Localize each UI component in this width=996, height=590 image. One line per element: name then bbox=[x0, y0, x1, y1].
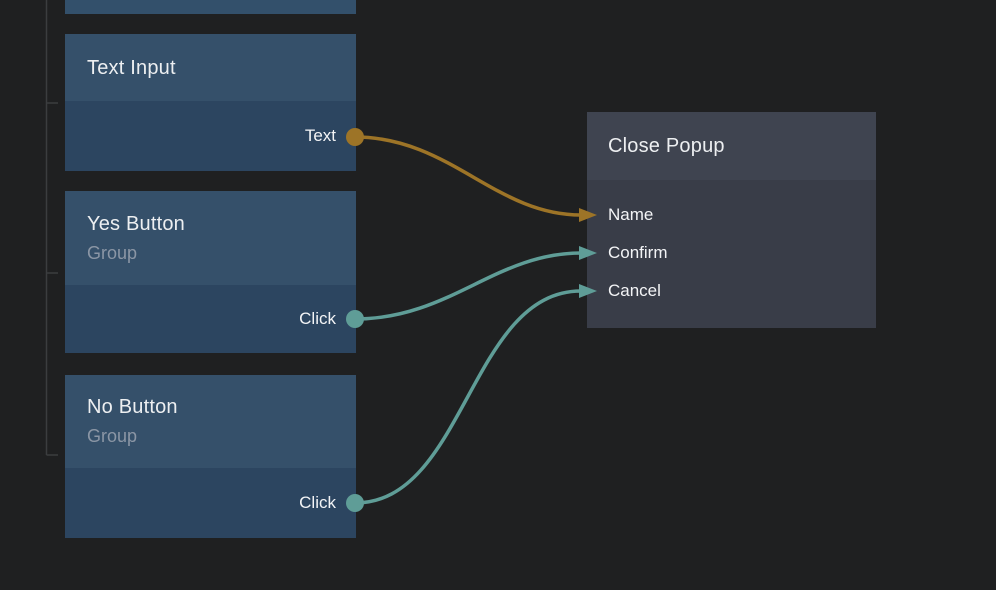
node-text-input[interactable]: Text Input Text bbox=[65, 34, 356, 171]
input-row-name[interactable]: Name bbox=[587, 196, 876, 234]
input-row-confirm[interactable]: Confirm bbox=[587, 234, 876, 272]
output-port-label: Text bbox=[304, 126, 336, 145]
node-yes-button-header[interactable]: Yes Button Group bbox=[65, 191, 356, 285]
node-subtitle: Group bbox=[87, 242, 138, 263]
node-clipped-top[interactable] bbox=[65, 0, 356, 14]
group-guide-line bbox=[45, 0, 58, 456]
wire-yesclick-to-confirm[interactable] bbox=[353, 251, 583, 321]
input-port-label: Cancel bbox=[608, 281, 661, 300]
node-text-input-header[interactable]: Text Input bbox=[65, 34, 356, 101]
output-row-click: Click bbox=[65, 468, 356, 538]
output-row-click: Click bbox=[65, 285, 356, 353]
output-port-label: Click bbox=[299, 309, 336, 328]
node-title: Text Input bbox=[87, 56, 176, 79]
node-subtitle: Group bbox=[87, 426, 138, 446]
node-no-button[interactable]: No Button Group Click bbox=[65, 375, 356, 538]
wire-text-to-name[interactable] bbox=[353, 135, 583, 217]
input-port-label: Name bbox=[608, 205, 654, 224]
node-yes-button[interactable]: Yes Button Group Click bbox=[65, 191, 356, 353]
node-close-popup[interactable]: Close Popup Name Confirm Cancel bbox=[587, 112, 876, 328]
output-port-label: Click bbox=[299, 493, 336, 512]
node-close-popup-body: Name Confirm Cancel bbox=[587, 180, 876, 328]
node-close-popup-header[interactable]: Close Popup bbox=[587, 112, 876, 180]
output-row-text: Text bbox=[65, 101, 356, 171]
wire-noclick-to-cancel[interactable] bbox=[353, 289, 583, 505]
node-title: Yes Button bbox=[87, 212, 186, 235]
node-title: No Button bbox=[87, 396, 178, 418]
input-port-label: Confirm bbox=[608, 243, 668, 262]
input-row-cancel[interactable]: Cancel bbox=[587, 272, 876, 310]
node-no-button-body: Click bbox=[65, 468, 356, 538]
node-text-input-body: Text bbox=[65, 101, 356, 171]
node-no-button-header[interactable]: No Button Group bbox=[65, 375, 356, 468]
node-yes-button-body: Click bbox=[65, 285, 356, 353]
node-title: Close Popup bbox=[608, 135, 725, 157]
